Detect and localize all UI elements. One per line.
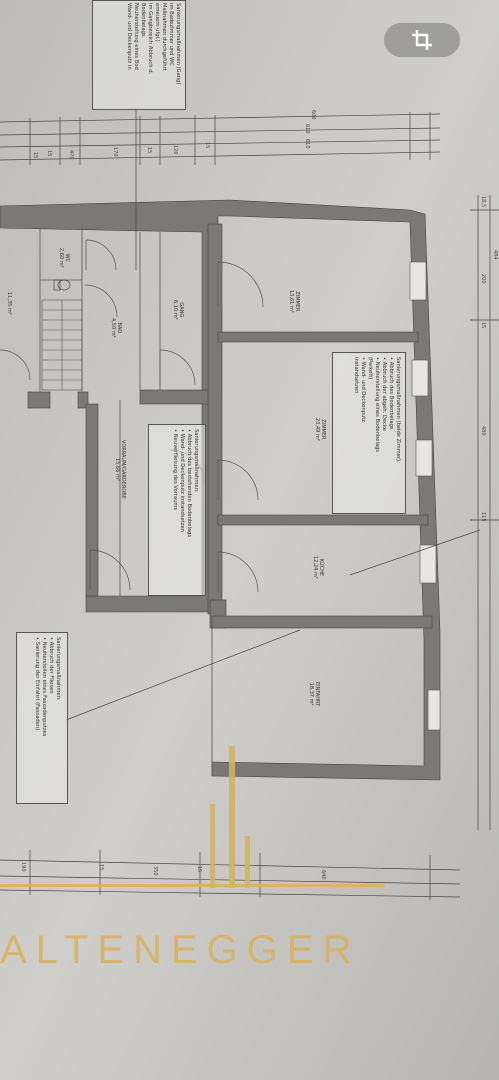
wc-fixture — [53, 279, 71, 291]
dim-right-5: 115 — [480, 512, 486, 522]
watermark: ALTENEGGER — [0, 920, 499, 972]
note-einfahrt-text: Sanierungsmaßnahmen:• Abbruch der Fliese… — [34, 637, 61, 737]
leader-lines — [65, 108, 481, 721]
dim-right-3: 15 — [480, 322, 486, 329]
dim-top-8: 610 — [304, 124, 310, 134]
dim-right-1: 200 — [480, 274, 486, 284]
dim-top-7: 610 — [304, 139, 310, 149]
note-zimmer: Sanierungsmaßnahmen (beide Zimmer):• Abb… — [332, 352, 406, 514]
note-vorraum: Sanierungsmaßnahmen:• Abbruch des besteh… — [148, 424, 206, 596]
crop-icon — [412, 30, 432, 50]
windows — [409, 261, 441, 731]
dim-top-1: 15 — [46, 150, 52, 157]
dim-top-0: 15 — [32, 152, 38, 159]
dim-top-9: 600 — [310, 110, 316, 120]
note-einfahrt: Sanierungsmaßnahmen:• Abbruch der Fliese… — [16, 632, 68, 804]
note-zimmer-text: Sanierungsmaßnahmen (beide Zimmer):• Abb… — [353, 357, 401, 463]
watermark-brand-text: ALTENEGGER — [0, 928, 361, 972]
outer-walls — [0, 199, 441, 781]
note-top-text: Sanierungsmaßnahmen (Gang)im Badezimmer … — [126, 3, 181, 85]
top-dimension-lines — [0, 112, 441, 165]
crop-button[interactable] — [384, 23, 460, 57]
dim-right-0: 18,5 — [480, 196, 486, 208]
door-swings — [0, 239, 264, 593]
dim-top-3: 170 — [112, 147, 118, 157]
note-vorraum-text: Sanierungsmaßnahmen:• Abbruch des besteh… — [172, 429, 199, 538]
note-top: Sanierungsmaßnahmen (Gang)im Badezimmer … — [92, 0, 186, 110]
dim-right-4: 480 — [480, 426, 486, 436]
room-label-left: 11,35 m² — [6, 292, 12, 315]
dim-top-6: 15 — [204, 142, 210, 149]
dim-top-2: 470 — [68, 150, 74, 160]
stairs — [41, 299, 83, 391]
watermark-logo — [0, 746, 385, 888]
dim-top-4: 15 — [146, 147, 152, 154]
dim-right-2: 484 — [492, 250, 498, 260]
right-dimension-lines — [470, 195, 499, 830]
dim-top-5: 120 — [172, 145, 178, 155]
